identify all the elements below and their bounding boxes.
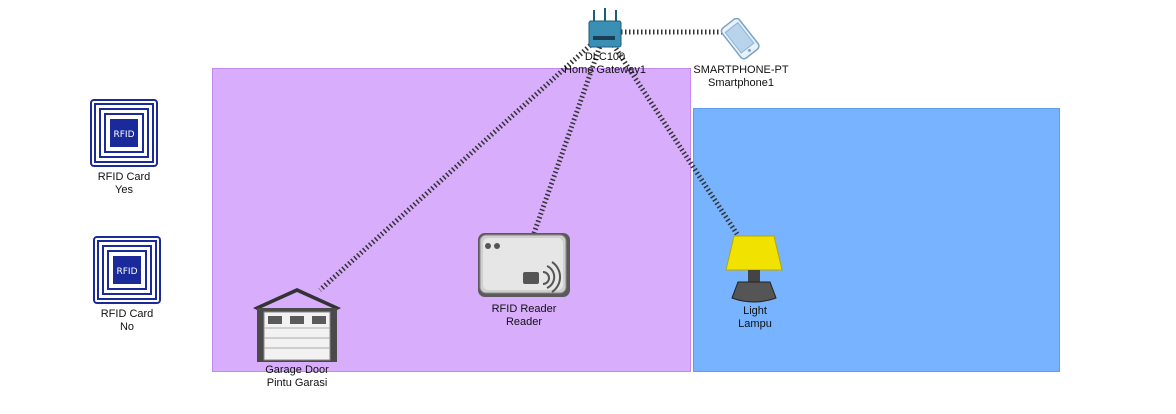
rfid-card-no-model: RFID Card bbox=[100, 308, 154, 320]
garage-door-model: Garage Door bbox=[265, 364, 329, 376]
rfid-card-no-label: RFID Card No bbox=[101, 308, 154, 334]
gateway-label: DLC100 Home Gateway1 bbox=[564, 51, 646, 77]
rfid-reader-model: RFID Reader bbox=[491, 303, 557, 315]
lamp-icon[interactable] bbox=[724, 234, 784, 304]
rfid-card-badge: RFID bbox=[113, 130, 134, 140]
rfid-reader-label: RFID Reader Reader bbox=[492, 303, 557, 329]
garage-door-name: Pintu Garasi bbox=[266, 377, 328, 389]
rfid-card-yes-name: Yes bbox=[115, 184, 133, 196]
home-gateway-icon[interactable] bbox=[586, 8, 624, 48]
garage-door-label: Garage Door Pintu Garasi bbox=[265, 364, 329, 390]
gateway-model: DLC100 bbox=[584, 51, 626, 63]
wireless-link-garage_door bbox=[318, 30, 607, 292]
smartphone-label: SMARTPHONE-PT Smartphone1 bbox=[693, 64, 788, 90]
wireless-link-light bbox=[602, 30, 740, 236]
smartphone-model: SMARTPHONE-PT bbox=[693, 64, 789, 76]
light-name: Lampu bbox=[738, 318, 772, 330]
rfid-card-no-name: No bbox=[119, 321, 135, 333]
light-label: Light Lampu bbox=[738, 305, 772, 331]
smartphone-name: Smartphone1 bbox=[707, 77, 775, 89]
wireless-link-rfid_reader bbox=[530, 31, 608, 237]
rfid-reader-icon[interactable] bbox=[477, 232, 571, 298]
rfid-reader-name: Reader bbox=[505, 316, 543, 328]
rfid-card-badge: RFID bbox=[116, 267, 137, 277]
smartphone-icon[interactable] bbox=[712, 17, 770, 60]
light-model: Light bbox=[743, 305, 767, 317]
gateway-name: Home Gateway1 bbox=[564, 64, 646, 76]
rfid-card-icon[interactable]: RFID bbox=[93, 236, 161, 304]
rfid-card-yes-label: RFID Card Yes bbox=[98, 171, 151, 197]
rfid-card-yes-model: RFID Card bbox=[97, 171, 151, 183]
garage-door-icon[interactable] bbox=[251, 286, 343, 362]
rfid-card-icon[interactable]: RFID bbox=[90, 99, 158, 167]
